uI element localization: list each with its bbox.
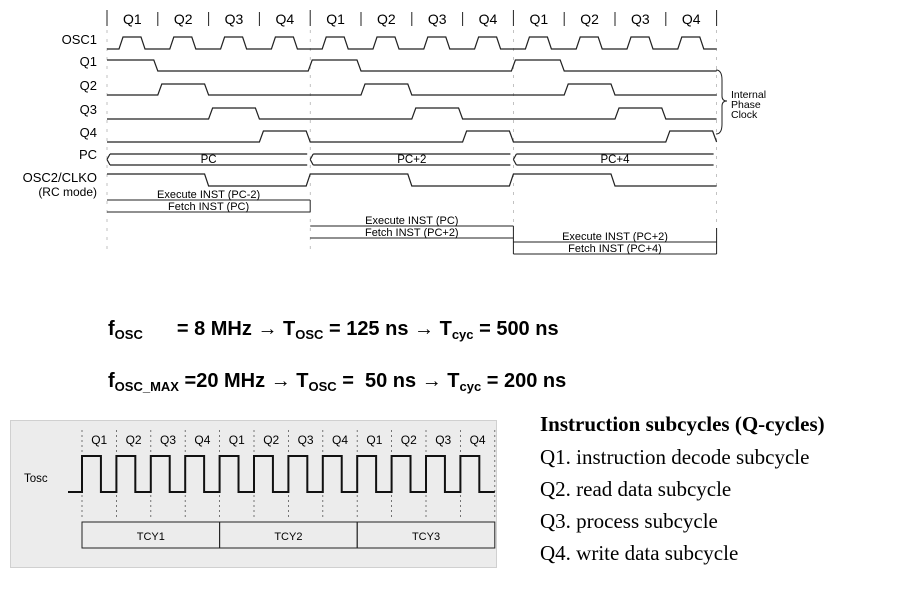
subcycle-timing-panel bbox=[10, 420, 497, 568]
subcycle-legend: Instruction subcycles (Q-cycles) Q1. ins… bbox=[540, 414, 825, 575]
brace-label: Phase bbox=[731, 99, 761, 111]
scope-q-label: Q2 bbox=[401, 433, 417, 447]
tosc-label: Tosc bbox=[24, 473, 48, 485]
pc-bus-segment bbox=[313, 153, 511, 166]
pipeline-label: Execute INST (PC-2) bbox=[157, 189, 260, 201]
q4-waveform bbox=[107, 130, 718, 143]
osc1-waveform bbox=[107, 36, 717, 50]
legend-item-q3: Q3. process subcycle bbox=[540, 509, 718, 533]
pc-bus-transition bbox=[309, 153, 314, 166]
tosc-waveform bbox=[68, 455, 495, 493]
tcy-label: TCY1 bbox=[137, 531, 165, 543]
signal-label: OSC2/CLKO bbox=[23, 170, 97, 185]
q2-waveform bbox=[107, 83, 717, 96]
q-header-label: Q3 bbox=[428, 11, 447, 27]
pc-bus-transition bbox=[106, 153, 111, 166]
signal-label: (RC mode) bbox=[38, 185, 97, 199]
scope-q-label: Q3 bbox=[298, 433, 314, 447]
q1-waveform bbox=[107, 59, 717, 72]
q-header-label: Q1 bbox=[123, 11, 142, 27]
scope-q-label: Q2 bbox=[126, 433, 142, 447]
oscillator-formula-20mhz: fOSC_MAX =20 MHz → TOSC = 50 ns → Tcyc =… bbox=[108, 370, 567, 394]
pipeline-label: Fetch INST (PC) bbox=[168, 201, 249, 213]
legend-item-q2: Q2. read data subcycle bbox=[540, 477, 732, 501]
signal-label: OSC1 bbox=[62, 32, 97, 47]
scope-q-label: Q4 bbox=[194, 433, 210, 447]
signal-label: Q2 bbox=[80, 78, 97, 93]
osc2-clko-waveform bbox=[107, 173, 717, 187]
legend-title: Instruction subcycles (Q-cycles) bbox=[540, 412, 825, 436]
pc-value: PC+4 bbox=[600, 154, 630, 166]
legend-item-q4: Q4. write data subcycle bbox=[540, 541, 739, 565]
scope-q-label: Q1 bbox=[229, 433, 245, 447]
signal-label: Q1 bbox=[80, 54, 97, 69]
q-header-label: Q4 bbox=[682, 11, 701, 27]
q-header-label: Q3 bbox=[631, 11, 650, 27]
pc-value: PC+2 bbox=[397, 154, 426, 166]
internal-phase-brace bbox=[715, 69, 728, 135]
legend-item-q1: Q1. instruction decode subcycle bbox=[540, 445, 810, 469]
scope-q-label: Q4 bbox=[470, 433, 486, 447]
pc-value: PC bbox=[201, 154, 217, 166]
q3-waveform bbox=[107, 107, 717, 120]
q-header-label: Q2 bbox=[377, 11, 396, 27]
brace-label: Clock bbox=[731, 109, 758, 121]
tcy-label: TCY3 bbox=[412, 531, 440, 543]
signal-label: Q3 bbox=[80, 102, 97, 117]
signal-label: Q4 bbox=[80, 125, 97, 140]
q-header-label: Q1 bbox=[326, 11, 345, 27]
pipeline-label: Execute INST (PC) bbox=[365, 215, 458, 227]
q-header-label: Q2 bbox=[174, 11, 193, 27]
q-header-label: Q4 bbox=[275, 11, 294, 27]
scope-q-label: Q3 bbox=[160, 433, 176, 447]
oscillator-formula-8mhz: fOSC= 8 MHz → TOSC = 125 ns → Tcyc = 500… bbox=[108, 318, 559, 342]
tcy-box bbox=[356, 521, 496, 549]
pc-bus-transition bbox=[512, 153, 517, 166]
scope-q-label: Q3 bbox=[435, 433, 451, 447]
scope-q-label: Q4 bbox=[332, 433, 348, 447]
pc-bus-segment bbox=[516, 153, 714, 166]
tcy-label: TCY2 bbox=[274, 531, 302, 543]
q-header-label: Q2 bbox=[580, 11, 599, 27]
signal-label: PC bbox=[79, 147, 97, 162]
scope-q-label: Q1 bbox=[91, 433, 107, 447]
pipeline-label: Fetch INST (PC+4) bbox=[568, 243, 662, 255]
scope-q-label: Q2 bbox=[263, 433, 279, 447]
q-header-label: Q3 bbox=[225, 11, 244, 27]
pipeline-label: Fetch INST (PC+2) bbox=[365, 227, 459, 239]
pc-bus-segment bbox=[110, 153, 308, 166]
pipeline-label: Execute INST (PC+2) bbox=[562, 231, 668, 243]
scope-q-label: Q1 bbox=[366, 433, 382, 447]
q-header-label: Q1 bbox=[529, 11, 548, 27]
q-header-label: Q4 bbox=[479, 11, 498, 27]
brace-label: Internal bbox=[731, 89, 766, 101]
